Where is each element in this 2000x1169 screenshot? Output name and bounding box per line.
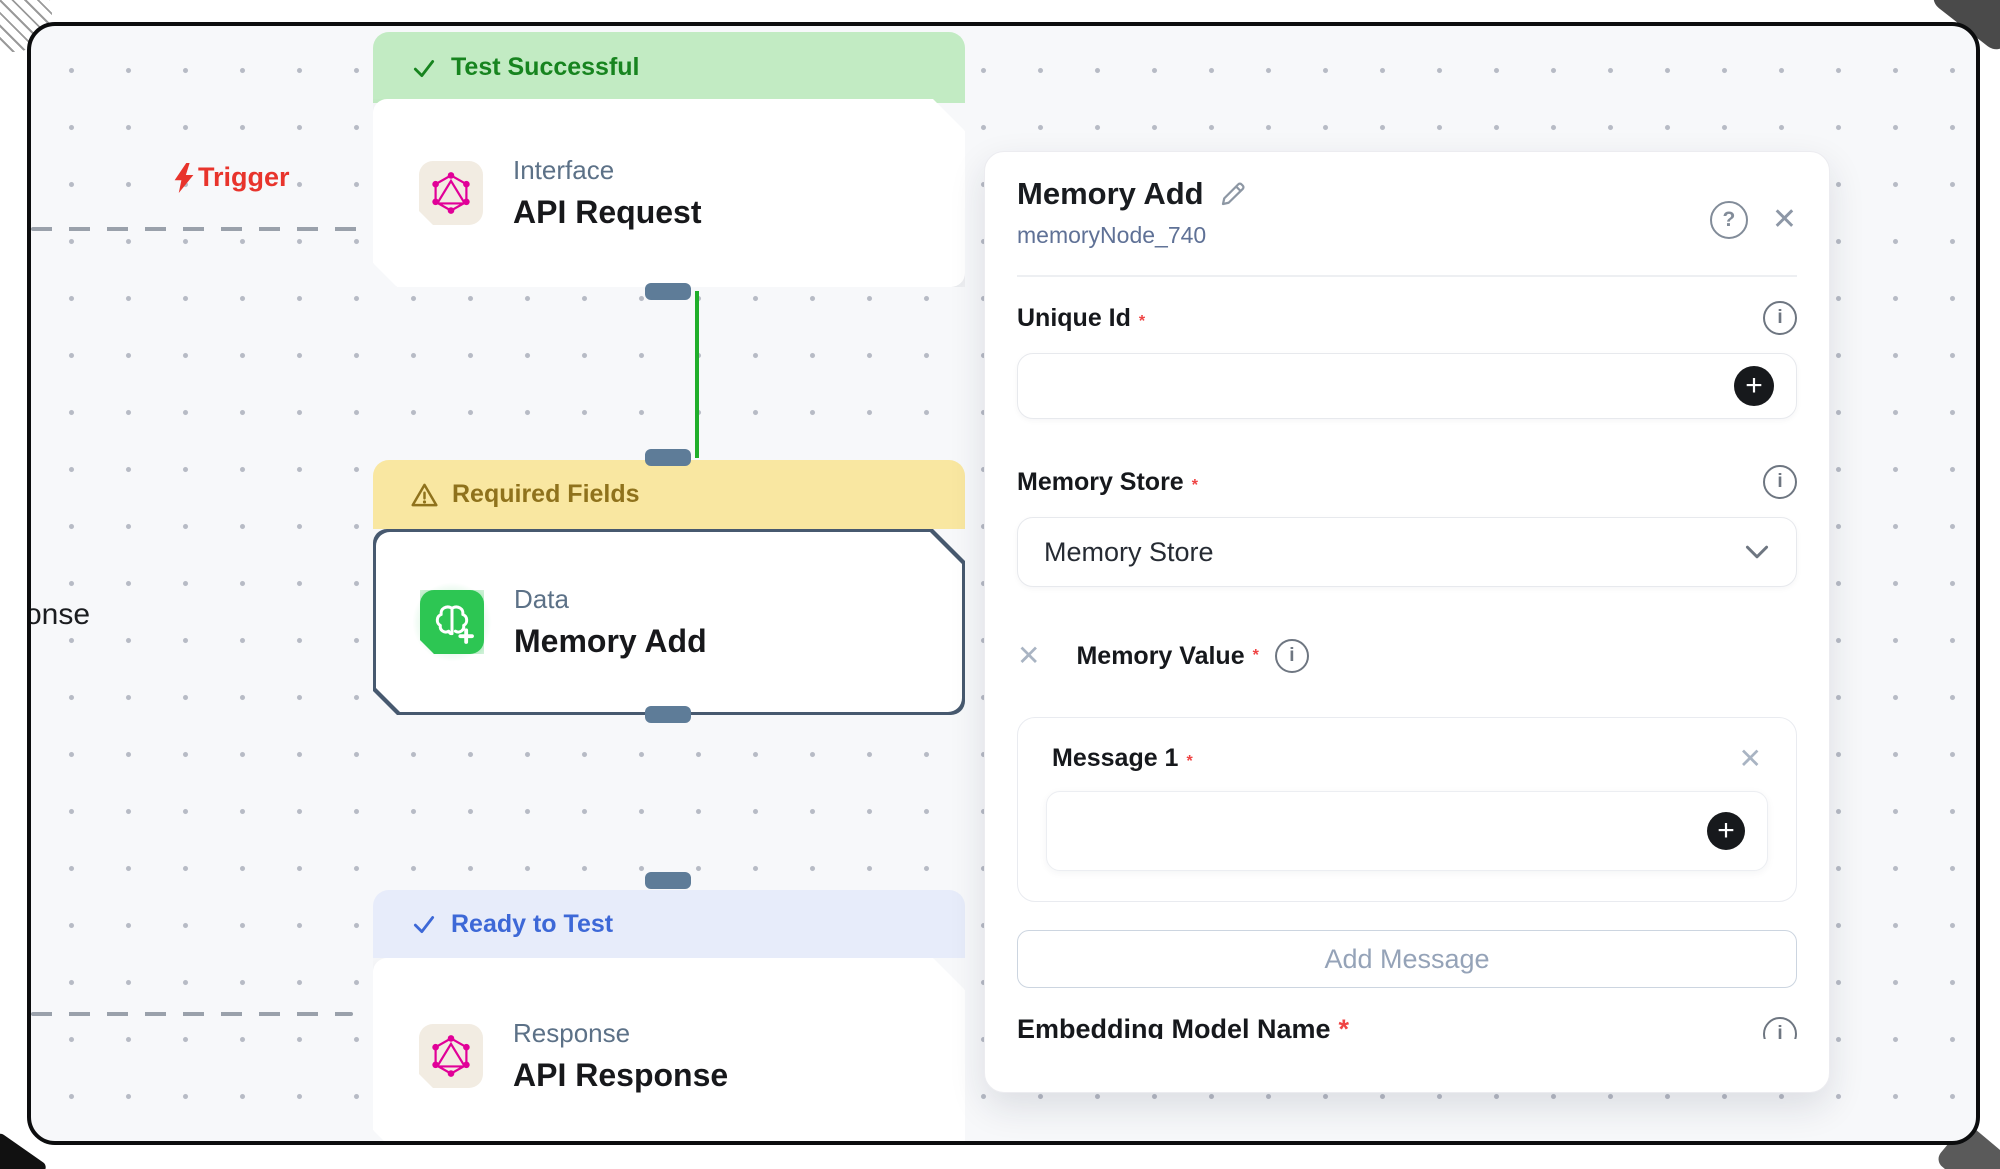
check-icon bbox=[413, 59, 435, 77]
message-group: Message 1 * ✕ + bbox=[1017, 717, 1797, 902]
add-value-button[interactable]: + bbox=[1734, 366, 1774, 406]
status-banner-warning: Required Fields bbox=[373, 460, 965, 529]
help-icon[interactable]: ? bbox=[1709, 200, 1748, 239]
panel-header: Memory Add memoryNode_740 ? ✕ bbox=[1017, 176, 1797, 249]
status-text: Ready to Test bbox=[451, 909, 614, 938]
connector-edge bbox=[695, 291, 699, 458]
status-text: Required Fields bbox=[452, 480, 640, 508]
status-banner-success: Test Successful bbox=[373, 32, 965, 103]
message-input[interactable]: + bbox=[1046, 791, 1768, 871]
required-marker: * bbox=[1186, 753, 1193, 770]
node-card[interactable]: Response API Response bbox=[373, 958, 965, 1145]
node-text: Interface API Request bbox=[513, 155, 701, 231]
edit-pencil-icon[interactable] bbox=[1218, 179, 1248, 209]
trigger-text: Trigger bbox=[198, 162, 290, 192]
required-marker: * bbox=[1252, 647, 1259, 664]
memory-store-selected-value: Memory Store bbox=[1044, 536, 1214, 567]
panel-title: Memory Add bbox=[1017, 176, 1204, 211]
offscreen-node-text: onse bbox=[27, 598, 91, 631]
canvas[interactable]: Trigger onse Test Successful bbox=[27, 22, 1980, 1145]
unique-id-label: Unique Id bbox=[1017, 303, 1131, 332]
status-banner-ready: Ready to Test bbox=[373, 890, 965, 958]
memory-store-label-row: Memory Store * i bbox=[1017, 465, 1797, 499]
input-handle[interactable] bbox=[645, 449, 691, 466]
add-message-button[interactable]: Add Message bbox=[1017, 930, 1797, 988]
node-card-selected[interactable]: Data Memory Add bbox=[373, 529, 965, 715]
input-handle[interactable] bbox=[645, 872, 691, 889]
add-value-button[interactable]: + bbox=[1707, 812, 1745, 850]
node-title: API Response bbox=[513, 1057, 729, 1093]
unique-id-label-row: Unique Id * i bbox=[1017, 301, 1797, 335]
required-marker: * bbox=[1138, 312, 1146, 330]
node-category: Interface bbox=[513, 155, 615, 185]
message-label: Message 1 bbox=[1052, 744, 1179, 772]
memory-value-label: Memory Value bbox=[1076, 641, 1245, 670]
lightning-bolt-icon bbox=[174, 162, 194, 193]
unique-id-input[interactable]: + bbox=[1017, 353, 1797, 419]
status-text: Test Successful bbox=[451, 53, 640, 81]
warning-icon bbox=[411, 483, 438, 506]
remove-memory-value-icon[interactable]: ✕ bbox=[1017, 640, 1041, 671]
graphql-icon bbox=[419, 1024, 483, 1088]
memory-store-select[interactable]: Memory Store bbox=[1017, 517, 1797, 587]
node-card[interactable]: Interface API Request bbox=[373, 99, 965, 287]
node-text: Data Memory Add bbox=[514, 584, 707, 660]
trigger-edge bbox=[31, 1012, 353, 1016]
close-panel-icon[interactable]: ✕ bbox=[1771, 202, 1797, 236]
info-icon[interactable]: i bbox=[1763, 1017, 1797, 1039]
embedding-model-label-row: Embedding Model Name * i bbox=[1017, 1012, 1797, 1039]
memory-value-row: ✕ Memory Value * i bbox=[1017, 639, 1797, 673]
node-title: Memory Add bbox=[514, 623, 707, 659]
required-marker: * bbox=[1338, 1014, 1350, 1039]
node-config-panel: Memory Add memoryNode_740 ? ✕ Unique Id * bbox=[984, 151, 1830, 1093]
memory-store-label: Memory Store bbox=[1017, 467, 1184, 496]
info-icon[interactable]: i bbox=[1274, 639, 1309, 673]
trigger-label: Trigger bbox=[172, 162, 290, 193]
required-marker: * bbox=[1191, 476, 1198, 494]
remove-message-icon[interactable]: ✕ bbox=[1738, 742, 1762, 774]
info-icon[interactable]: i bbox=[1763, 465, 1797, 499]
check-icon bbox=[413, 916, 435, 933]
output-handle[interactable] bbox=[645, 283, 691, 300]
chevron-down-icon bbox=[1745, 545, 1769, 559]
embedding-model-label: Embedding Model Name bbox=[1017, 1014, 1331, 1039]
output-handle[interactable] bbox=[645, 706, 691, 723]
node-text: Response API Response bbox=[513, 1018, 728, 1094]
graphql-icon bbox=[419, 161, 483, 225]
info-icon[interactable]: i bbox=[1763, 301, 1797, 335]
node-title: API Request bbox=[513, 194, 702, 230]
node-category: Data bbox=[514, 584, 569, 614]
node-id: memoryNode_740 bbox=[1017, 222, 1207, 248]
node-category: Response bbox=[513, 1018, 631, 1048]
memory-add-icon bbox=[420, 590, 484, 654]
trigger-edge bbox=[31, 227, 373, 231]
node-card-inner: Data Memory Add bbox=[376, 532, 962, 712]
divider bbox=[1017, 275, 1797, 277]
